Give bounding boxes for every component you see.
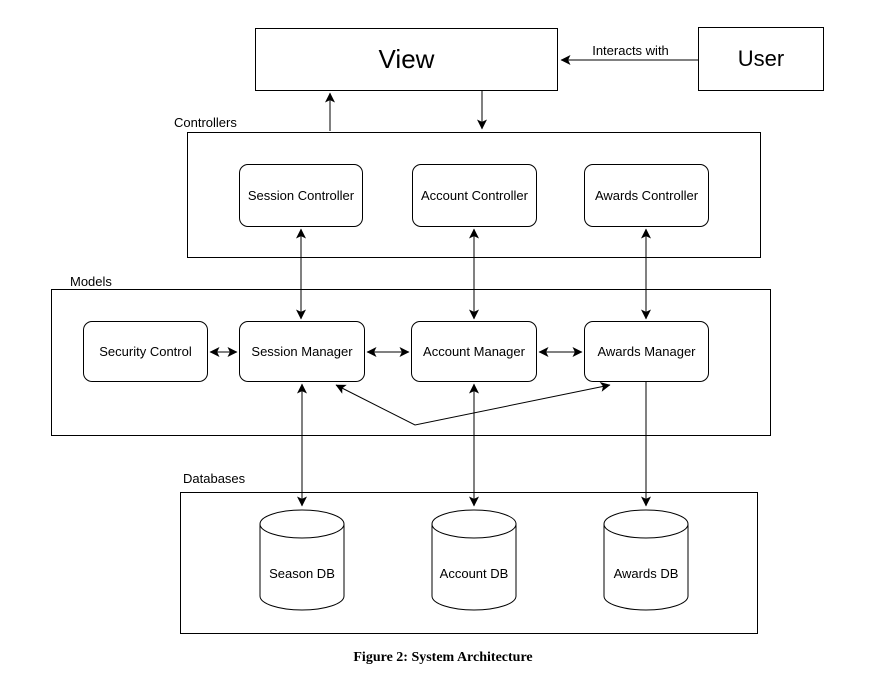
account-db-cylinder-icon (431, 509, 517, 611)
session-controller-label: Session Controller (247, 188, 355, 203)
season-db-cylinder-icon (259, 509, 345, 611)
awards-db-cylinder-icon (603, 509, 689, 611)
figure-caption: Figure 2: System Architecture (353, 650, 533, 665)
session-controller-node: Session Controller (239, 164, 363, 227)
security-control-label: Security Control (99, 344, 192, 359)
awards-controller-node: Awards Controller (584, 164, 709, 227)
account-manager-label: Account Manager (423, 344, 525, 359)
season-db-label: Season DB (269, 566, 335, 581)
view-node-label: View (378, 44, 435, 74)
awards-manager-label: Awards Manager (597, 344, 696, 359)
edge-session-manager-awards-manager (335, 382, 611, 426)
account-db-label: Account DB (439, 566, 509, 581)
account-controller-node: Account Controller (412, 164, 537, 227)
models-container (51, 289, 771, 436)
interacts-with-edge-label: Interacts with (592, 43, 669, 58)
awards-controller-label: Awards Controller (594, 188, 699, 203)
controllers-container-label: Controllers (174, 115, 237, 130)
security-control-node: Security Control (83, 321, 208, 382)
user-node-label: User (737, 46, 785, 71)
user-node: User (698, 27, 824, 91)
account-manager-node: Account Manager (411, 321, 537, 382)
session-manager-label: Session Manager (251, 344, 353, 359)
account-controller-label: Account Controller (421, 188, 528, 203)
awards-manager-node: Awards Manager (584, 321, 709, 382)
session-manager-node: Session Manager (239, 321, 365, 382)
models-container-label: Models (70, 274, 112, 289)
view-node: View (255, 28, 558, 91)
databases-container-label: Databases (183, 471, 246, 486)
awards-db-label: Awards DB (613, 566, 679, 581)
